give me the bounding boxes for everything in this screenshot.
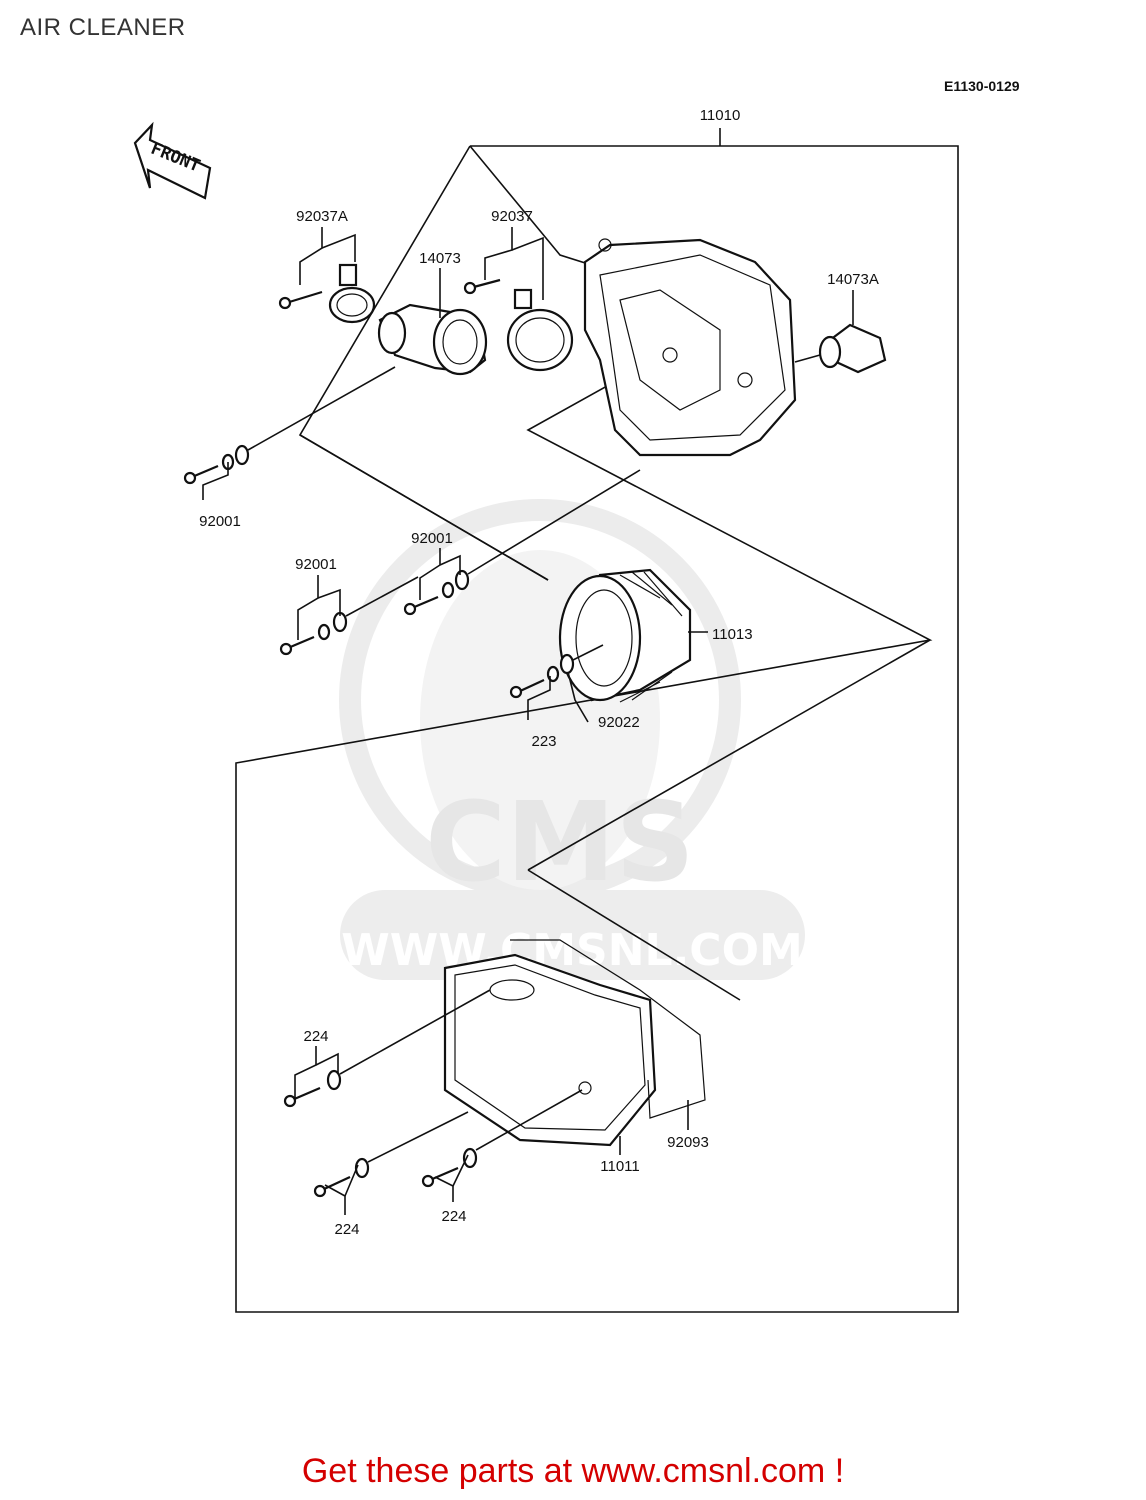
diagram-code: E1130-0129 [944,78,1020,94]
callout-224-lower-mid: 224 [441,1208,466,1225]
front-arrow-icon: FRONT [133,121,212,200]
screw-224-lower-mid [421,1089,583,1188]
parts-diagram: CMS WWW.CMSNL.COM FRONT [133,107,959,1313]
callout-224-lower-left: 224 [334,1221,359,1238]
clamp-92037 [463,278,574,372]
cms-watermark: CMS WWW.CMSNL.COM [339,499,805,980]
callout-223: 223 [531,733,556,750]
air-cleaner-housing [583,238,797,457]
bolt-92001-left [183,366,396,485]
air-cleaner-cover [443,953,657,1147]
callout-92001-left: 92001 [199,513,241,530]
air-filter-element [558,568,692,703]
callout-14073: 14073 [419,250,461,267]
callout-11013: 11013 [712,626,753,643]
bolt-92001-mid [403,469,641,616]
footer-link-text[interactable]: Get these parts at www.cmsnl.com ! [301,1452,845,1490]
bolt-92001-mid-left [279,576,419,656]
callout-11010: 11010 [700,107,741,124]
watermark-url-text: WWW.CMSNL.COM [341,925,803,976]
cover-gasket [510,939,706,1119]
callout-224-upper: 224 [303,1028,328,1045]
grommet-14073a [794,323,887,374]
callout-92037a: 92037A [296,208,348,225]
watermark-logo-text: CMS [425,778,694,906]
page-title: AIR CLEANER [20,14,186,41]
callout-labels: 11010 92037A 92037 14073 14073A 92001 92… [199,107,879,1238]
callout-leaders [202,227,854,1215]
screw-224-upper [283,989,491,1108]
callout-11011: 11011 [600,1158,640,1175]
callout-92093: 92093 [667,1134,709,1151]
clamp-92037a [278,263,376,324]
callout-92022: 92022 [598,714,640,731]
callout-92001-mid: 92001 [411,530,453,547]
callout-14073a: 14073A [827,271,879,288]
callout-92001-mid-left: 92001 [295,556,337,573]
screw-224-lower-left [313,1111,469,1198]
intake-duct [377,303,488,376]
callout-92037: 92037 [491,208,533,225]
